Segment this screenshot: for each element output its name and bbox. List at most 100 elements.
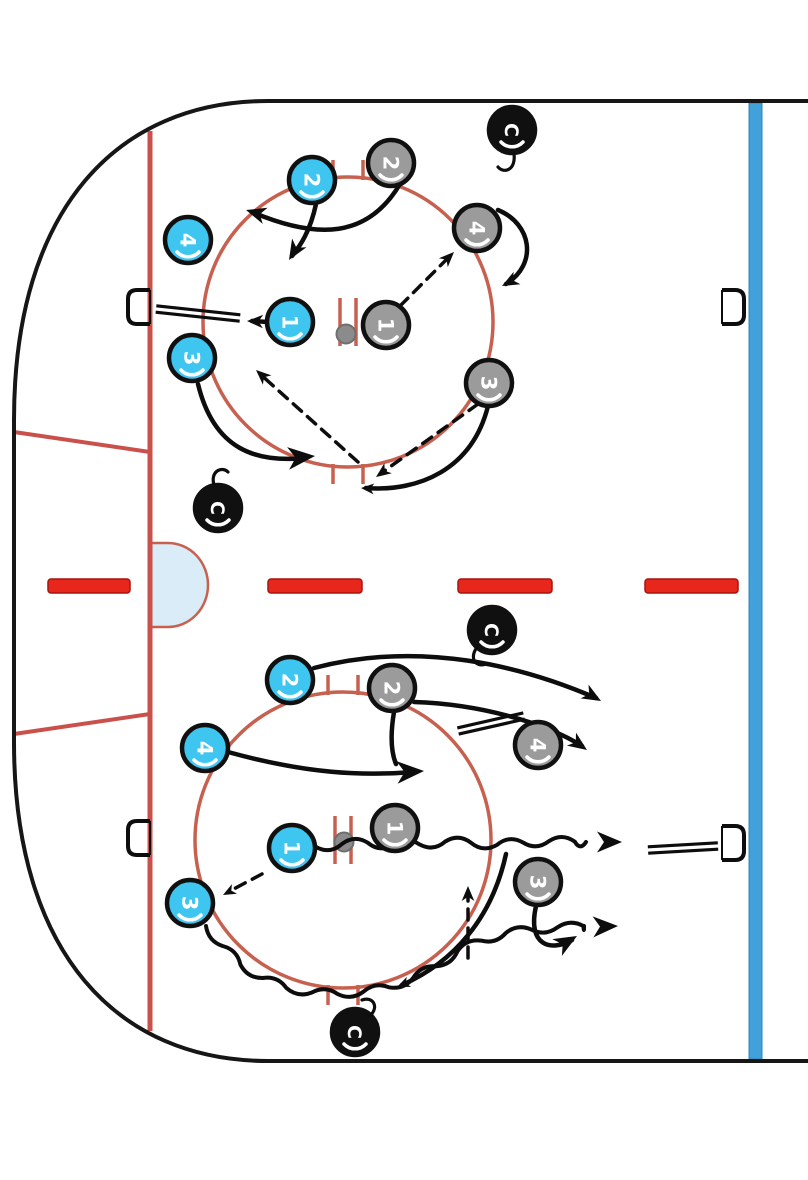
marker-crescent <box>179 368 205 377</box>
player-number: 4 <box>525 738 549 753</box>
arrow-u10-solid <box>361 403 491 495</box>
faceoff-circle <box>193 690 493 990</box>
player-blue-4-top: 4 <box>162 214 214 266</box>
player-number: 2 <box>378 156 402 171</box>
coach-bottom-2: C <box>466 604 518 667</box>
arrow-l1-solid <box>311 653 601 701</box>
shot-line <box>647 841 718 849</box>
puck-carry-path <box>204 920 587 999</box>
pass-path <box>398 254 452 308</box>
shot-line <box>458 717 526 736</box>
pass-path <box>378 402 480 476</box>
marker-crescent <box>299 190 325 199</box>
coach-tail <box>496 152 516 172</box>
goal-net-icon <box>722 288 746 326</box>
player-grey-3-top: 3 <box>463 357 515 409</box>
marker-crescent <box>175 250 201 259</box>
arrow-l6-wavy <box>314 831 622 853</box>
goal-net-icon <box>126 288 150 326</box>
shot-line <box>456 711 524 730</box>
arrow-u7-dashed <box>376 402 480 477</box>
coach-letter: C <box>480 623 502 637</box>
coach-top-1: C <box>192 467 244 534</box>
player-blue-3-bottom: 3 <box>164 877 216 929</box>
marker-crescent <box>277 332 303 341</box>
red-line-dash <box>457 578 553 594</box>
shot-line <box>156 304 241 317</box>
arrowhead <box>461 886 475 901</box>
pass-path <box>258 372 360 464</box>
red-line-dash <box>267 578 363 594</box>
arrow-u5-dashed <box>398 252 454 308</box>
arrow-u2-solid <box>289 201 319 260</box>
arrowhead <box>502 271 521 286</box>
blue-line <box>748 102 763 1060</box>
marker-crescent <box>525 755 551 764</box>
player-blue-2-top: 2 <box>286 154 338 206</box>
coach-letter: C <box>206 501 228 515</box>
skate-path <box>389 709 399 767</box>
player-grey-1-top: 1 <box>360 299 412 351</box>
skate-path <box>363 403 491 491</box>
arrow-u9-solid <box>195 381 315 470</box>
marker-crescent <box>373 335 399 344</box>
marker-crescent <box>378 173 404 182</box>
goal-net-icon <box>722 824 746 862</box>
skate-path <box>311 653 599 701</box>
red-line-dash <box>47 578 131 594</box>
coach-bottom-3: C <box>329 997 381 1058</box>
marker-crescent <box>382 838 408 847</box>
arrowhead <box>396 761 424 784</box>
arrowhead <box>256 370 272 385</box>
pass-path <box>226 872 264 894</box>
arrow-u8-dashed <box>256 370 360 464</box>
arrowhead <box>361 483 375 495</box>
skate-path <box>399 851 509 988</box>
arrow-u6-solid <box>495 207 530 287</box>
skate-path <box>195 381 309 462</box>
coach-tail <box>471 644 488 667</box>
arrowhead <box>580 684 601 701</box>
trapezoid-line <box>13 430 151 454</box>
arrow-l5-solid <box>225 749 424 784</box>
trapezoid-line <box>13 712 151 736</box>
player-number: 3 <box>179 351 203 366</box>
coach-top-0: C <box>486 104 538 172</box>
arrow-l12-solid <box>397 851 509 988</box>
player-blue-4-bottom: 4 <box>179 722 231 774</box>
arrowhead <box>566 732 587 750</box>
marker-crescent <box>342 1042 368 1051</box>
player-number: 4 <box>192 741 216 756</box>
player-number: 1 <box>382 821 406 836</box>
skate-path <box>495 207 530 287</box>
marker-crescent <box>379 698 405 707</box>
player-number: 1 <box>277 315 301 330</box>
arrowhead <box>397 976 412 987</box>
shot-line <box>648 847 719 855</box>
player-blue-1-top: 1 <box>264 296 316 348</box>
marker-crescent <box>499 140 525 149</box>
arrow-l7-double <box>647 841 719 855</box>
marker-crescent <box>279 858 305 867</box>
puck-carry-path <box>314 835 588 853</box>
arrow-l9-dashed <box>461 886 475 960</box>
arrowhead <box>246 207 268 224</box>
player-number: 4 <box>175 233 199 248</box>
arrow-l10-dashed <box>223 872 264 895</box>
shot-line <box>155 310 240 323</box>
player-blue-3-top: 3 <box>166 332 218 384</box>
puck <box>335 323 357 345</box>
coach-tail <box>211 467 230 487</box>
arrowhead <box>376 463 392 477</box>
player-grey-3-bottom: 3 <box>512 856 564 908</box>
arrowhead <box>289 238 307 260</box>
marker-crescent <box>476 393 502 402</box>
player-number: 2 <box>379 681 403 696</box>
player-grey-1-bottom: 1 <box>369 802 421 854</box>
arrowhead <box>592 916 618 938</box>
player-number: 3 <box>177 896 201 911</box>
player-number: 2 <box>299 173 323 188</box>
player-blue-2-bottom: 2 <box>264 654 316 706</box>
